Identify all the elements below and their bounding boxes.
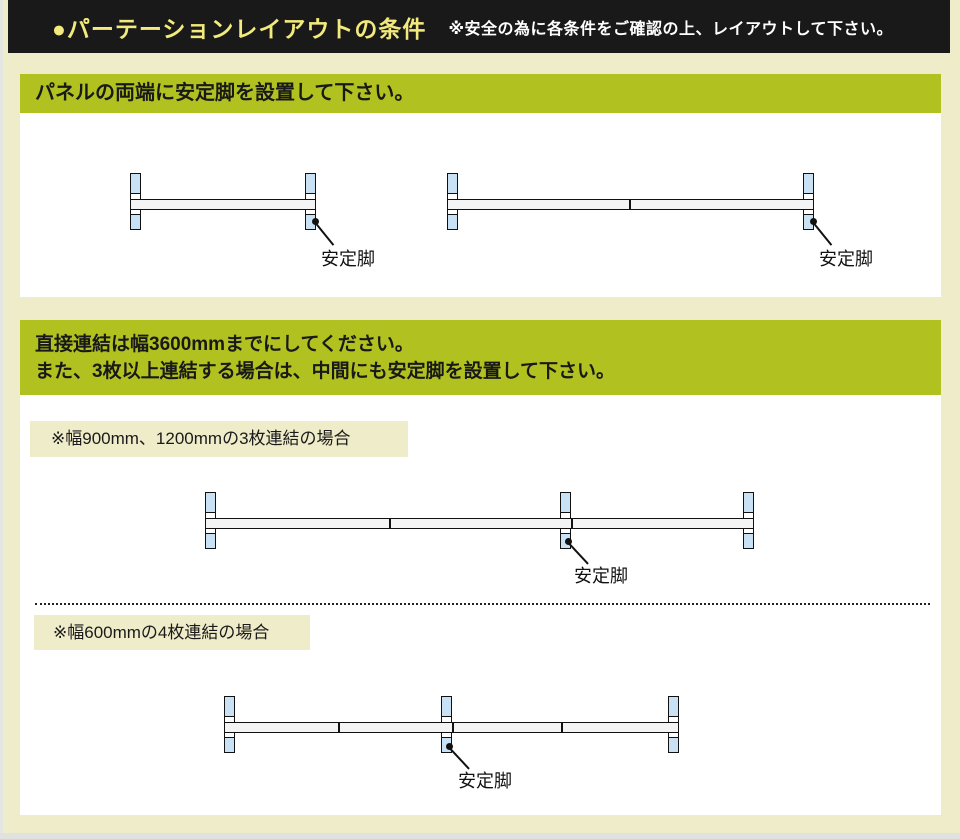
foot-blade (448, 174, 457, 194)
callout-label: 安定脚 (458, 771, 512, 791)
foot-blade (804, 174, 813, 194)
case-label-3panel: ※幅900mm、1200mmの3枚連結の場合 (30, 421, 408, 457)
foot-blade (561, 493, 570, 513)
page-bottom-edge (0, 833, 960, 839)
foot-blade (804, 214, 813, 229)
section-max-width-heading: 直接連結は幅3600mmまでにしてください。 また、3枚以上連結する場合は、中間… (20, 320, 941, 395)
section-panel-ends-heading: パネルの両端に安定脚を設置して下さい。 (20, 74, 941, 113)
heading-line-2: また、3枚以上連結する場合は、中間にも安定脚を設置して下さい。 (35, 361, 615, 382)
dotted-divider (35, 603, 930, 605)
foot-blade (744, 533, 753, 548)
foot-blade (306, 214, 315, 229)
foot-blade (131, 174, 140, 194)
foot-blade (225, 737, 234, 752)
panel-joint (629, 199, 631, 210)
callout-label: 安定脚 (819, 249, 873, 269)
callout-dot (810, 218, 817, 225)
panel-bar (130, 199, 316, 210)
foot-blade (669, 697, 678, 717)
page-left-edge (0, 0, 3, 833)
foot-blade (206, 533, 215, 548)
section-panel-ends: パネルの両端に安定脚を設置して下さい。 (20, 74, 941, 297)
panel-joint (389, 518, 391, 529)
foot-blade (669, 737, 678, 752)
panel-joint (338, 722, 340, 733)
foot-blade (744, 493, 753, 513)
callout-dot (565, 538, 572, 545)
case-label-4panel: ※幅600mmの4枚連結の場合 (34, 615, 310, 650)
panel-joint (571, 518, 573, 529)
foot-blade (131, 214, 140, 229)
foot-blade (448, 214, 457, 229)
foot-blade (442, 697, 451, 717)
panel-bar (205, 518, 754, 529)
heading-line-1: 直接連結は幅3600mmまでにしてください。 (35, 334, 414, 355)
panel-joint (452, 722, 454, 733)
foot-blade (206, 493, 215, 513)
callout-label: 安定脚 (321, 249, 375, 269)
header-bar: ●パーテーションレイアウトの条件 ※安全の為に各条件をご確認の上、レイアウトして… (8, 0, 950, 53)
panel-joint (561, 722, 563, 733)
section-max-width: 直接連結は幅3600mmまでにしてください。 また、3枚以上連結する場合は、中間… (20, 320, 941, 815)
foot-blade (225, 697, 234, 717)
callout-label: 安定脚 (574, 566, 628, 586)
callout-dot (312, 218, 319, 225)
safety-note: ※安全の為に各条件をご確認の上、レイアウトして下さい。 (448, 20, 894, 38)
foot-blade (306, 174, 315, 194)
page-title: ●パーテーションレイアウトの条件 (52, 15, 427, 42)
panel-bar (224, 722, 679, 733)
callout-dot (446, 743, 453, 750)
